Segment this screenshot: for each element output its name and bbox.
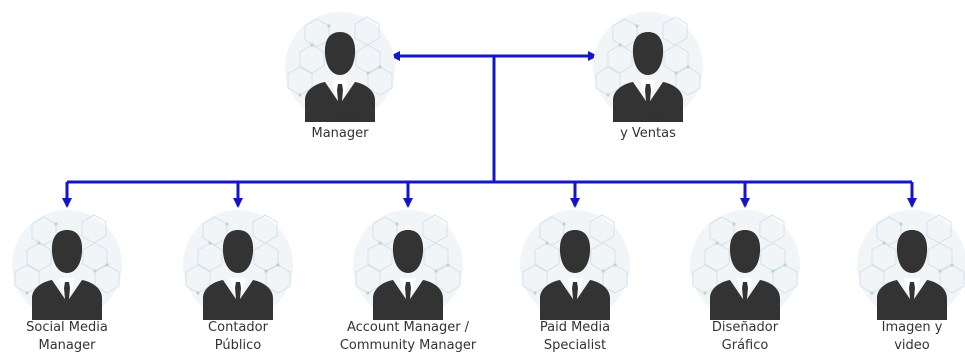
person-silhouette-icon	[520, 210, 630, 320]
person-silhouette-icon	[285, 12, 395, 122]
node-label-line: video	[894, 338, 930, 353]
person-silhouette-icon	[183, 210, 293, 320]
node-label-line: y Ventas	[620, 126, 676, 141]
node-label-line: Comercial	[615, 108, 680, 123]
person-silhouette-icon	[690, 210, 800, 320]
node-label-line: Social Media	[26, 320, 108, 335]
node-label-line: Gráfico	[722, 338, 769, 353]
node-label-line: Contador	[208, 320, 269, 335]
person-silhouette-icon	[857, 210, 965, 320]
person-silhouette-icon	[353, 210, 463, 320]
connector-lines	[62, 51, 917, 208]
node-label-line: Público	[215, 338, 261, 353]
node-label-line: Imagen y	[882, 320, 943, 335]
node-label-line: Paid Media	[540, 320, 610, 335]
node-label-line: Community Manager	[340, 338, 477, 353]
top-node-2: Comercial y Ventas	[593, 12, 703, 141]
node-label-line: Manager	[39, 338, 97, 353]
node-label-line: Specialist	[544, 338, 606, 353]
person-silhouette-icon	[12, 210, 122, 320]
node-label-line: Brand	[321, 108, 360, 123]
node-label-line: Manager	[312, 126, 370, 141]
bottom-node-3: Account Manager / Community Manager	[340, 210, 477, 353]
person-silhouette-icon	[593, 12, 703, 122]
node-label-line: Account Manager /	[347, 320, 470, 335]
bottom-node-6: Imagen y video	[857, 210, 965, 353]
node-label-line: Diseñador	[712, 320, 779, 335]
